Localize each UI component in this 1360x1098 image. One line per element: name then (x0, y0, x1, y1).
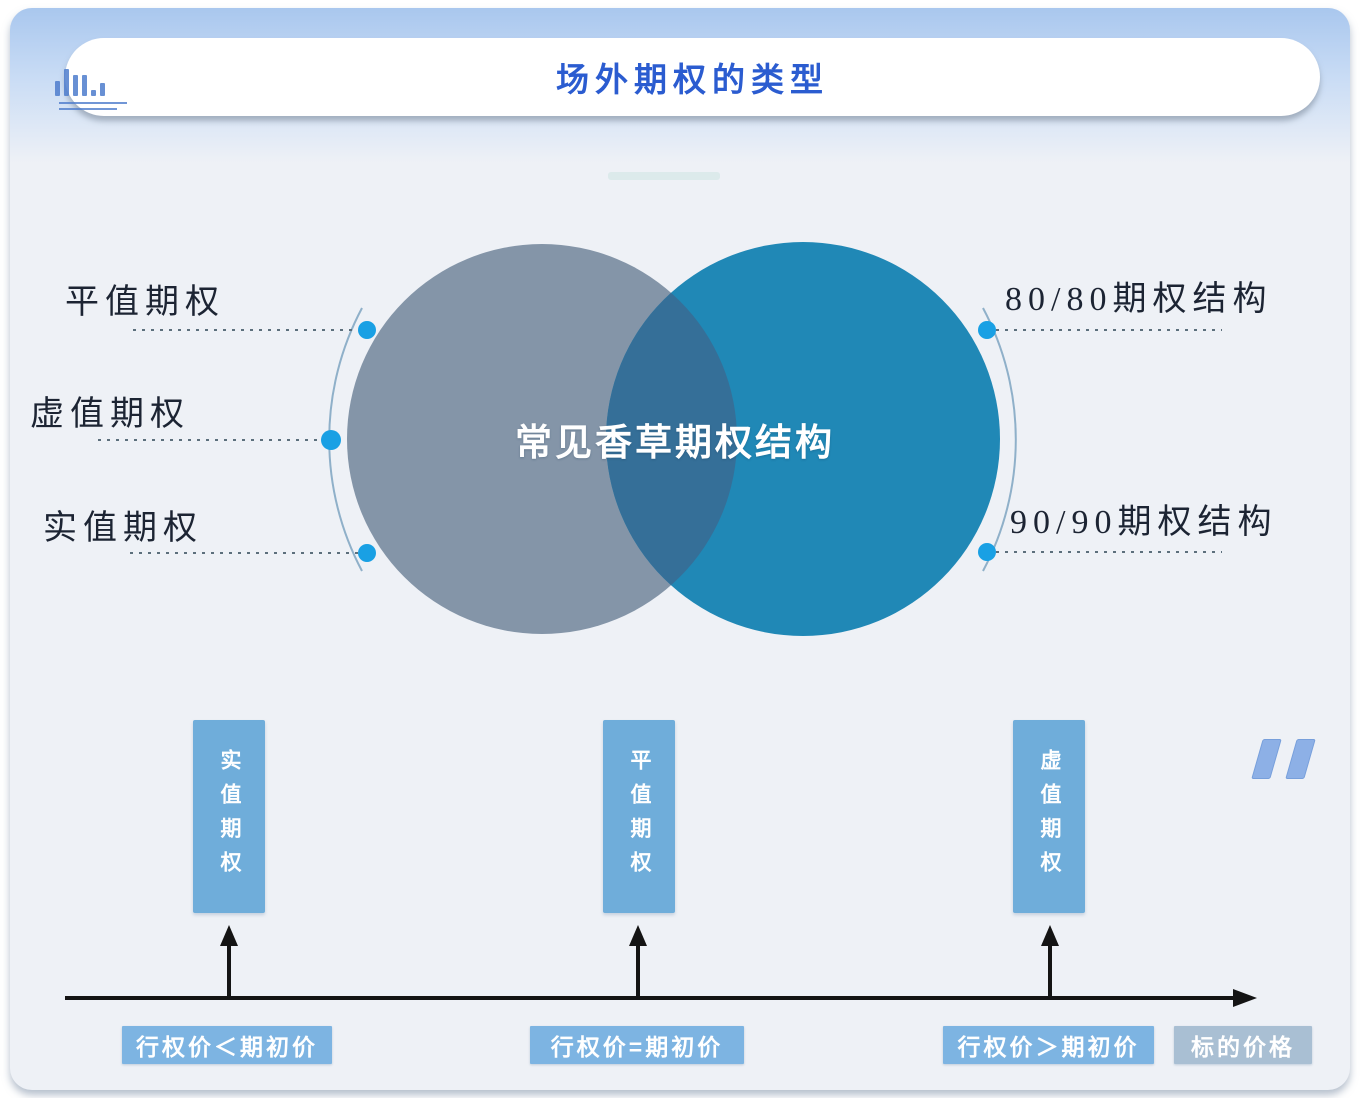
right-arc (982, 307, 1017, 572)
venn-center-label: 常见香草期权结构 (515, 422, 835, 463)
content-card: 场外期权的类型 (10, 8, 1350, 1090)
price-axis (65, 942, 1240, 1000)
page-title: 场外期权的类型 (556, 61, 829, 98)
vertical-box-atm: 平值期权 (603, 720, 675, 913)
left-label-atm: 平值期权 (65, 284, 225, 321)
quote-icon (1251, 739, 1316, 781)
connector-dots (321, 321, 996, 562)
bar-chart-logo-icon (45, 53, 135, 118)
axis-title-tag: 标的价格 (1174, 1026, 1312, 1064)
condition-tag-lt: 行权价＜期初价 (122, 1026, 332, 1064)
condition-tag-gt: 行权价＞期初价 (943, 1026, 1154, 1064)
venn-overlap (606, 244, 737, 634)
axis-arrowheads (220, 925, 1257, 1007)
right-label-9090: 90/90期权结构 (1010, 504, 1278, 541)
right-label-8080: 80/80期权结构 (1005, 281, 1273, 318)
left-label-otm: 虚值期权 (30, 396, 190, 433)
title-pill: 场外期权的类型 (65, 38, 1320, 116)
condition-tag-eq: 行权价=期初价 (530, 1026, 744, 1064)
venn-axis-graphic (65, 242, 1257, 1007)
vertical-box-otm: 虚值期权 (1013, 720, 1085, 913)
left-label-itm: 实值期权 (43, 510, 203, 547)
divider-bar (608, 172, 720, 180)
logo-bars (55, 69, 105, 96)
vertical-box-itm: 实值期权 (193, 720, 265, 913)
connector-lines (98, 329, 1222, 554)
